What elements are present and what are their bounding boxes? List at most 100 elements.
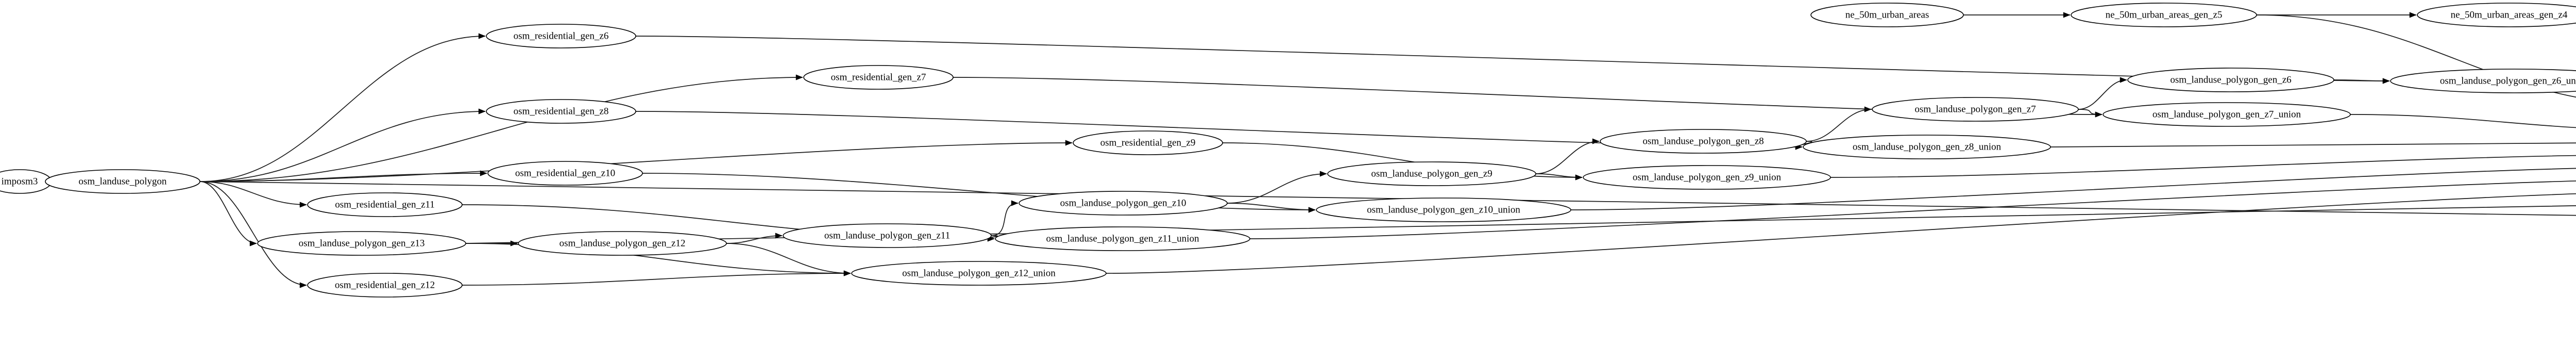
edge-arrowhead <box>775 233 783 239</box>
edge-path <box>1106 193 2576 274</box>
edge-osm_landuse_polygon--to--osm_residential_gen_z9 <box>199 140 1073 182</box>
edge-arrowhead <box>1319 171 1327 177</box>
node-osm_residential_gen_z6[interactable]: osm_residential_gen_z6 <box>486 24 636 48</box>
node-label: osm_residential_gen_z6 <box>514 30 609 41</box>
node-imposm3[interactable]: imposm3 <box>0 169 52 194</box>
edge-path <box>726 243 851 274</box>
edge-arrowhead <box>2063 12 2071 18</box>
node-label: osm_landuse_polygon_gen_z11 <box>824 230 950 241</box>
node-osm_landuse_polygon_gen_z11[interactable]: osm_landuse_polygon_gen_z11 <box>783 223 992 248</box>
node-ellipse <box>2071 3 2257 27</box>
edge-arrowhead <box>478 108 486 114</box>
node-osm_landuse_polygon_gen_z6[interactable]: osm_landuse_polygon_gen_z6 <box>2127 68 2334 92</box>
edge-path <box>1806 109 1872 142</box>
node-osm_landuse_polygon_gen_z12_union[interactable]: osm_landuse_polygon_gen_z12_union <box>851 261 1107 286</box>
node-osm_landuse_polygon_gen_z10[interactable]: osm_landuse_polygon_gen_z10 <box>1019 191 1228 216</box>
node-osm_residential_gen_z7[interactable]: osm_residential_gen_z7 <box>803 65 954 90</box>
node-ne_50m_urban_areas[interactable]: ne_50m_urban_areas <box>1810 3 1964 27</box>
node-osm_landuse_polygon_gen_z10_union[interactable]: osm_landuse_polygon_gen_z10_union <box>1316 198 1571 222</box>
edge-arrowhead <box>478 33 486 39</box>
edge-path <box>199 36 486 182</box>
edge-path <box>1227 173 1327 204</box>
edge-osm_landuse_polygon_gen_z11_union--to--layer_landuse.z11 <box>1249 180 2576 239</box>
node-ellipse <box>851 261 1107 286</box>
node-osm_residential_gen_z12[interactable]: osm_residential_gen_z12 <box>307 273 463 298</box>
edge-path <box>991 203 1019 236</box>
node-ellipse <box>45 169 200 194</box>
node-label: osm_landuse_polygon_gen_z7_union <box>2153 109 2301 120</box>
edge-path <box>2050 142 2576 147</box>
edge-arrowhead <box>795 74 803 80</box>
edge-osm_landuse_polygon_gen_z8_union--to--layer_landuse.z8 <box>2050 142 2576 147</box>
node-label: ne_50m_urban_areas_gen_z5 <box>2106 9 2223 20</box>
node-osm_landuse_polygon_gen_z7[interactable]: osm_landuse_polygon_gen_z7 <box>1872 97 2079 122</box>
edge-arrowhead <box>2409 12 2417 18</box>
node-ellipse <box>518 231 727 256</box>
edge-arrowhead <box>299 282 307 288</box>
node-label: osm_landuse_polygon_gen_z9_union <box>1633 172 1782 183</box>
node-label: osm_landuse_polygon_gen_z9 <box>1371 168 1492 179</box>
node-osm_landuse_polygon_gen_z11_union[interactable]: osm_landuse_polygon_gen_z11_union <box>995 226 1250 251</box>
node-label: osm_residential_gen_z7 <box>831 72 926 83</box>
node-ne_50m_urban_areas_gen_z4[interactable]: ne_50m_urban_areas_gen_z4 <box>2417 3 2576 27</box>
edge-path <box>199 181 257 244</box>
node-ellipse <box>783 223 992 248</box>
node-ellipse <box>307 273 463 298</box>
node-label: osm_landuse_polygon_gen_z12_union <box>902 268 1056 278</box>
node-label: ne_50m_urban_areas_gen_z4 <box>2451 9 2568 20</box>
edge-path <box>1249 180 2576 239</box>
edge-arrowhead <box>510 240 518 246</box>
node-osm_residential_gen_z11[interactable]: osm_residential_gen_z11 <box>307 192 463 217</box>
node-osm_residential_gen_z8[interactable]: osm_residential_gen_z8 <box>486 99 636 124</box>
edge-osm_landuse_polygon_gen_z11--to--osm_landuse_polygon_gen_z10 <box>991 200 1019 236</box>
node-ellipse <box>307 192 463 217</box>
node-label: osm_residential_gen_z12 <box>335 279 435 290</box>
node-label: osm_landuse_polygon_gen_z7 <box>1914 104 2036 114</box>
node-label: osm_landuse_polygon_gen_z12 <box>560 238 686 249</box>
edge-osm_landuse_polygon_gen_z10--to--osm_landuse_polygon_gen_z10_union <box>1227 203 1316 213</box>
edge-path <box>1535 141 1600 174</box>
edge-osm_landuse_polygon--to--osm_residential_gen_z7 <box>199 74 803 182</box>
node-osm_residential_gen_z9[interactable]: osm_residential_gen_z9 <box>1073 130 1223 155</box>
edge-path <box>2078 79 2127 110</box>
node-osm_landuse_polygon_gen_z13[interactable]: osm_landuse_polygon_gen_z13 <box>257 231 466 256</box>
edge-osm_landuse_polygon_gen_z10_union--to--layer_landuse.z10 <box>1570 168 2576 210</box>
edge-path <box>199 142 1073 182</box>
edge-osm_landuse_polygon--to--osm_landuse_polygon_gen_z13 <box>199 181 257 246</box>
edge-path <box>199 181 307 205</box>
node-ellipse <box>486 99 636 124</box>
node-osm_landuse_polygon_gen_z8_union[interactable]: osm_landuse_polygon_gen_z8_union <box>1803 135 2051 159</box>
node-osm_landuse_polygon_gen_z6_union[interactable]: osm_landuse_polygon_gen_z6_union <box>2390 69 2576 93</box>
edge-arrowhead <box>2120 77 2127 83</box>
node-osm_residential_gen_z10[interactable]: osm_residential_gen_z10 <box>487 161 643 186</box>
edge-osm_landuse_polygon_gen_z9_union--to--layer_landuse.z9 <box>1830 155 2576 178</box>
edge-osm_landuse_polygon--to--osm_residential_gen_z11 <box>199 181 307 208</box>
node-ellipse <box>2417 3 2576 27</box>
edge-arrowhead <box>2382 78 2390 84</box>
node-osm_landuse_polygon[interactable]: osm_landuse_polygon <box>45 169 200 194</box>
node-osm_landuse_polygon_gen_z12[interactable]: osm_landuse_polygon_gen_z12 <box>518 231 727 256</box>
edge-osm_landuse_polygon--to--osm_residential_gen_z8 <box>199 108 486 182</box>
node-osm_landuse_polygon_gen_z9_union[interactable]: osm_landuse_polygon_gen_z9_union <box>1583 165 1831 190</box>
edge-arrowhead <box>299 202 307 208</box>
node-osm_landuse_polygon_gen_z8[interactable]: osm_landuse_polygon_gen_z8 <box>1600 129 1807 154</box>
node-ellipse <box>995 226 1250 251</box>
node-osm_landuse_polygon_gen_z9[interactable]: osm_landuse_polygon_gen_z9 <box>1327 161 1536 186</box>
node-label: imposm3 <box>2 176 38 187</box>
edge-osm_landuse_polygon--to--osm_residential_gen_z6 <box>199 33 486 182</box>
node-label: osm_landuse_polygon_gen_z13 <box>299 238 425 249</box>
node-ellipse <box>1073 130 1223 155</box>
edge-path <box>199 181 307 286</box>
node-ellipse <box>2390 69 2576 93</box>
node-label: osm_landuse_polygon_gen_z8_union <box>1853 141 2002 152</box>
node-ellipse <box>2103 102 2351 127</box>
edge-arrowhead <box>480 170 487 176</box>
edge-osm_landuse_polygon_gen_z8--to--osm_landuse_polygon_gen_z7 <box>1806 106 1872 142</box>
edge-ne_50m_urban_areas--to--ne_50m_urban_areas_gen_z5 <box>1963 12 2071 18</box>
edge-osm_landuse_polygon_gen_z12_union--to--layer_landuse.z12 <box>1106 193 2576 274</box>
node-ellipse <box>486 24 636 48</box>
node-ne_50m_urban_areas_gen_z5[interactable]: ne_50m_urban_areas_gen_z5 <box>2071 3 2257 27</box>
edge-path <box>2350 114 2576 128</box>
node-osm_landuse_polygon_gen_z7_union[interactable]: osm_landuse_polygon_gen_z7_union <box>2103 102 2351 127</box>
